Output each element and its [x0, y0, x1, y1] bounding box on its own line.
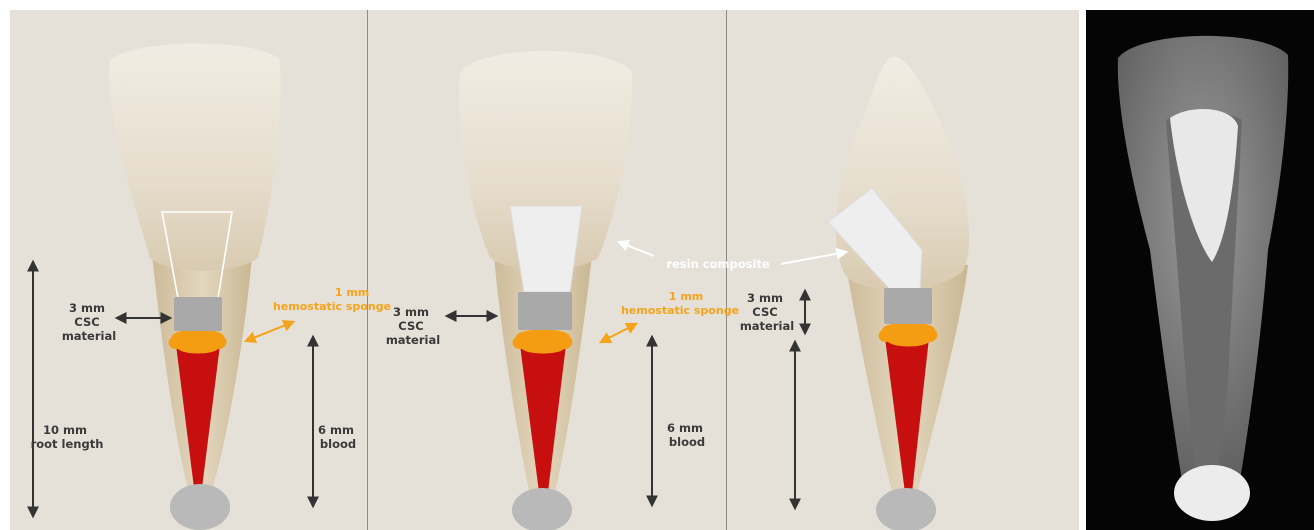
blood-label-line: 6 mm — [318, 423, 354, 437]
csc-label-line: material — [386, 333, 440, 347]
apex-cap — [170, 484, 230, 530]
csc-label-line: material — [740, 319, 794, 333]
csc-label-line: CSC — [398, 319, 423, 333]
csc-material — [174, 297, 222, 331]
csc-label-line: 3 mm — [393, 305, 429, 319]
radiograph-apex-fill — [1174, 465, 1250, 521]
blood-label: 6 mm blood — [318, 423, 358, 451]
csc-label-line: material — [62, 329, 116, 343]
blood-label-line: blood — [320, 437, 356, 451]
csc-label-line: CSC — [752, 305, 777, 319]
apex-cap — [512, 488, 572, 530]
root-length-label-line: 10 mm — [43, 423, 87, 437]
blood-label-line: blood — [669, 435, 705, 449]
sponge-label-line: 1 mm — [335, 286, 369, 299]
radiograph — [1086, 10, 1314, 530]
root-length-label-line: root length — [31, 437, 104, 451]
sponge-label-line: hemostatic sponge — [273, 300, 391, 313]
csc-material — [884, 288, 932, 324]
resin-composite-label: resin composite — [666, 257, 770, 271]
blood-label-line: 6 mm — [667, 421, 703, 435]
blood-label: 6 mm blood — [667, 421, 707, 449]
csc-label-line: 3 mm — [69, 301, 105, 315]
sponge-label-line: 1 mm — [669, 290, 703, 303]
apex-cap — [876, 488, 936, 530]
sponge-label-line: hemostatic sponge — [621, 304, 739, 317]
csc-label-line: CSC — [74, 315, 99, 329]
csc-label-line: 3 mm — [747, 291, 783, 305]
csc-material — [518, 292, 572, 330]
